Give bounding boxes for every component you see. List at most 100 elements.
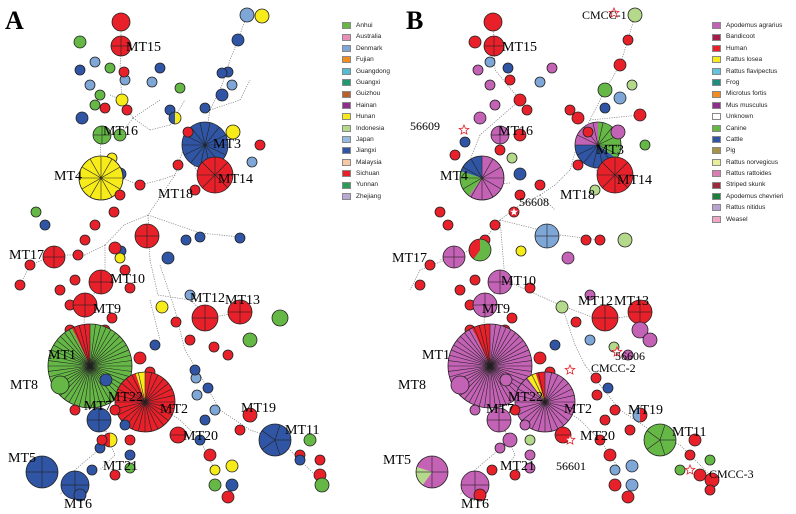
haplotype-label: MT7	[84, 399, 112, 414]
haplotype-node	[173, 160, 183, 170]
haplotype-outline	[580, 234, 592, 246]
haplotype-node	[235, 233, 245, 243]
haplotype-node	[226, 125, 240, 139]
haplotype-node	[75, 65, 85, 75]
haplotype-outline	[115, 93, 129, 107]
haplotype-outline	[89, 99, 101, 111]
legend-host-item: Microtus fortis	[712, 88, 783, 99]
haplotype-node	[585, 335, 595, 345]
network-edge	[149, 299, 161, 341]
legend-host-item: Rattus flavipectus	[712, 66, 783, 77]
haplotype-outline	[79, 234, 91, 246]
haplotype-divider	[144, 401, 164, 426]
haplotype-divider	[84, 365, 91, 408]
haplotype-outline	[42, 245, 66, 269]
haplotype-outline	[174, 82, 186, 94]
haplotype-outline	[108, 206, 120, 218]
legend-region-label: Anhui	[356, 22, 373, 29]
haplotype-outline	[203, 448, 217, 462]
haplotype-sector	[461, 156, 482, 178]
haplotype-divider	[100, 166, 121, 179]
haplotype-node	[255, 9, 269, 23]
haplotype-node	[525, 283, 535, 293]
haplotype-node	[112, 13, 130, 31]
legend-host-item: Rattus nitidus	[712, 202, 783, 213]
legend-region-item: Sichuan	[342, 168, 390, 179]
legend-host-label: Apodemus chevrieri	[726, 192, 784, 200]
network-edge	[132, 99, 161, 119]
haplotype-node	[435, 207, 445, 217]
haplotype-outline	[258, 423, 292, 457]
haplotype-divider	[89, 325, 102, 367]
haplotype-outline	[202, 382, 214, 394]
haplotype-node	[592, 390, 602, 400]
haplotype-divider	[489, 365, 529, 383]
haplotype-divider	[462, 166, 483, 179]
haplotype-divider	[202, 162, 216, 176]
haplotype-outline	[572, 159, 584, 171]
haplotype-outline	[584, 334, 596, 346]
haplotype-node	[109, 242, 121, 254]
haplotype-divider	[73, 365, 91, 405]
haplotype-label: MT10	[110, 272, 145, 287]
haplotype-sector	[473, 239, 492, 261]
haplotype-outline	[622, 34, 634, 46]
haplotype-label: CMCC-3	[709, 467, 754, 481]
haplotype-node	[76, 112, 88, 124]
haplotype-node	[455, 285, 465, 295]
haplotype-node	[97, 435, 107, 445]
haplotype-node	[525, 435, 535, 445]
legend-host-label: Weasel	[726, 215, 748, 223]
haplotype-label: MT17	[392, 251, 427, 266]
haplotype-divider	[583, 144, 599, 164]
haplotype-node	[595, 435, 605, 445]
haplotype-label: MT3	[596, 143, 624, 158]
haplotype-outline	[94, 89, 106, 101]
haplotype-divider	[489, 365, 531, 378]
haplotype-outline	[489, 99, 501, 111]
legend-host-label: Microtus fortis	[726, 90, 767, 98]
haplotype-node	[610, 405, 620, 415]
haplotype-outline	[564, 104, 576, 116]
haplotype-outline	[626, 79, 638, 91]
haplotype-label: MT6	[461, 497, 489, 512]
legend-host-label: Canine	[726, 124, 747, 132]
haplotype-outline	[704, 484, 716, 496]
haplotype-node	[120, 75, 130, 85]
haplotype-divider	[449, 365, 491, 378]
legend-host-swatch	[712, 67, 721, 75]
haplotype-outline	[633, 108, 647, 122]
panel-a-letter: A	[5, 6, 24, 35]
haplotype-divider	[464, 332, 491, 367]
haplotype-divider	[56, 340, 91, 367]
haplotype-node	[487, 465, 497, 475]
haplotype-outline	[442, 219, 454, 231]
legend-region-item: Indonesia	[342, 123, 390, 134]
haplotype-label: MT13	[225, 293, 260, 308]
network-edge	[569, 144, 578, 171]
haplotype-divider	[489, 344, 527, 367]
network-edge	[84, 244, 106, 256]
haplotype-divider	[144, 372, 152, 403]
haplotype-outline	[468, 238, 492, 262]
haplotype-outline	[104, 62, 116, 74]
haplotype-node	[465, 300, 475, 310]
haplotype-outline	[487, 269, 513, 295]
haplotype-divider	[577, 144, 599, 156]
haplotype-outline	[161, 251, 175, 265]
haplotype-divider	[544, 383, 569, 403]
haplotype-label: MT14	[218, 172, 253, 187]
haplotype-outline	[450, 375, 470, 395]
legend-host-label: Mus musculus	[726, 101, 768, 109]
haplotype-node	[614, 59, 626, 71]
haplotype-label: MT19	[241, 401, 276, 416]
haplotype-outline	[642, 332, 658, 348]
haplotype-outline	[155, 300, 169, 314]
haplotype-divider	[481, 166, 502, 179]
haplotype-divider	[478, 325, 491, 367]
haplotype-label: MT8	[398, 378, 426, 393]
haplotype-node	[226, 479, 238, 491]
haplotype-node	[495, 145, 505, 155]
haplotype-outline	[134, 179, 146, 191]
